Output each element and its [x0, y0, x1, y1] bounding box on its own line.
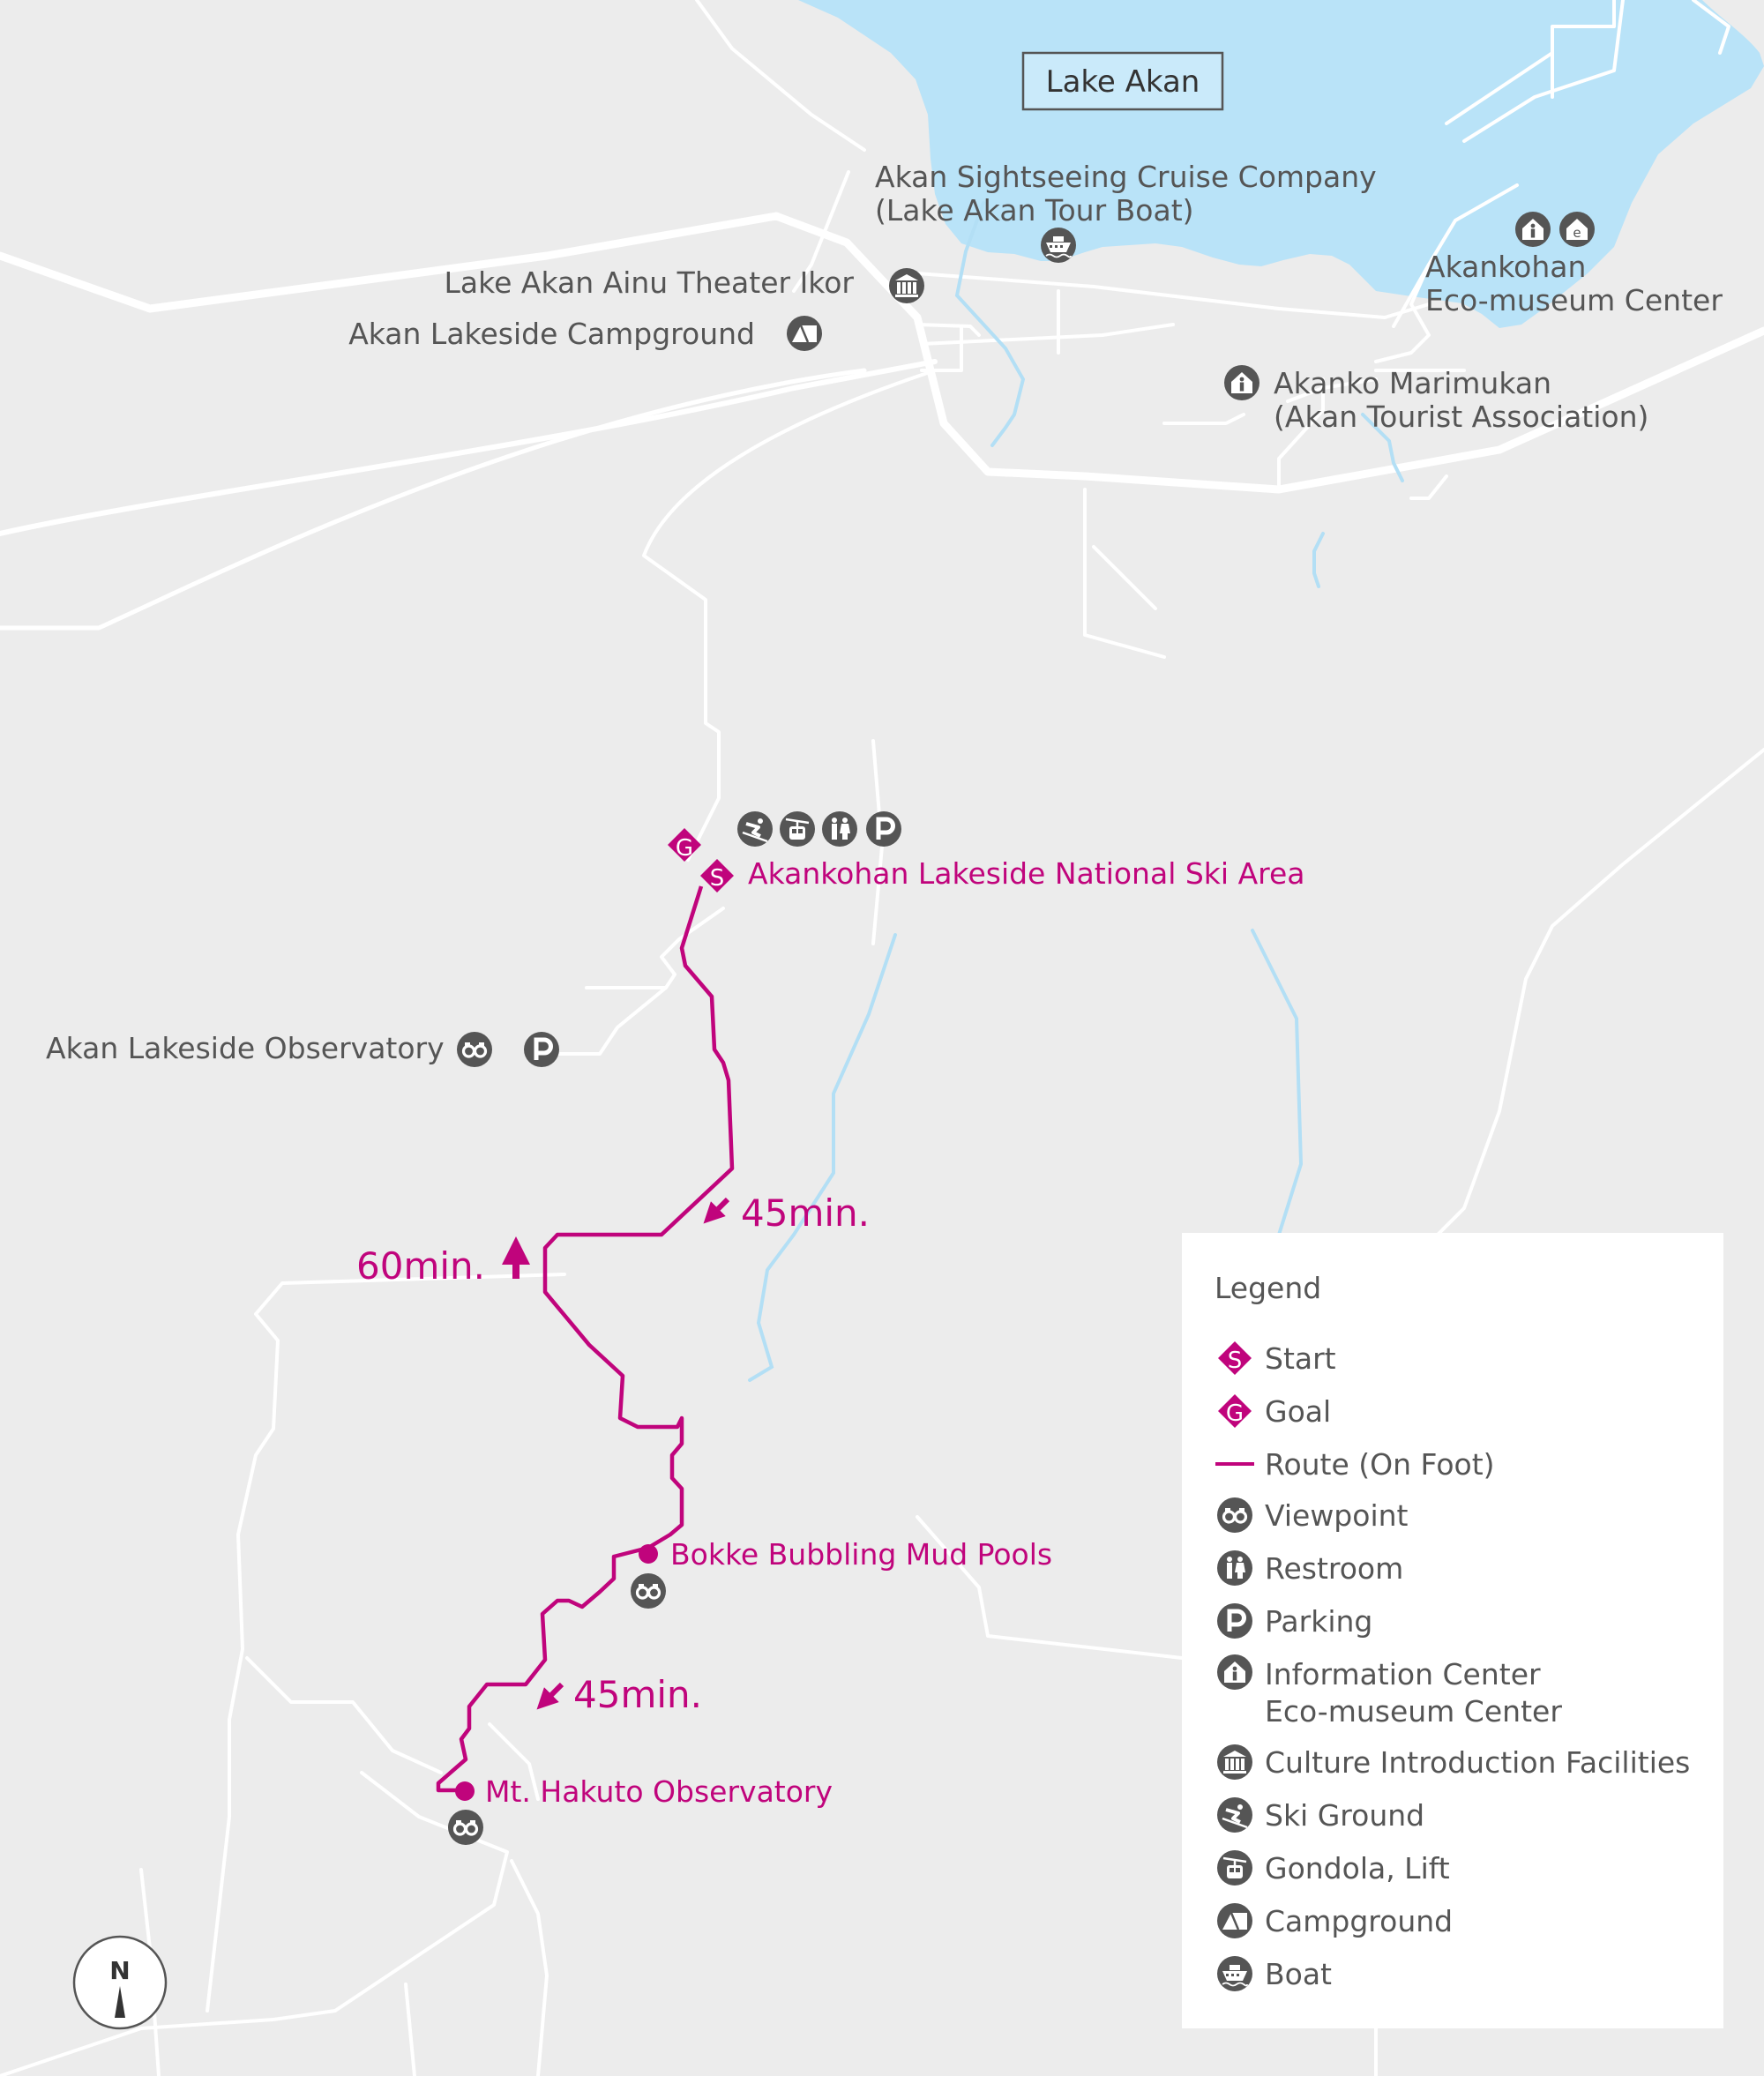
svg-text:S: S	[710, 865, 725, 892]
svg-text:Viewpoint: Viewpoint	[1265, 1498, 1409, 1533]
bokke-poi[interactable]: Bokke Bubbling Mud Pools	[631, 1537, 1052, 1609]
svg-text:Ski Ground: Ski Ground	[1265, 1798, 1424, 1833]
cruise-company-poi[interactable]: Akan Sightseeing Cruise Company (Lake Ak…	[875, 160, 1377, 263]
hakuto-name: Mt. Hakuto Observatory	[485, 1774, 833, 1809]
parking-icon	[866, 811, 901, 847]
compass: N	[72, 1935, 168, 2030]
svg-text:Culture Introduction Facilitie: Culture Introduction Facilities	[1265, 1745, 1690, 1780]
svg-text:Restroom: Restroom	[1265, 1551, 1403, 1586]
svg-text:Eco-museum Center: Eco-museum Center	[1265, 1694, 1562, 1729]
lakeside-observatory-poi[interactable]: Akan Lakeside Observatory	[46, 1031, 559, 1067]
svg-text:45min.: 45min.	[573, 1673, 702, 1716]
marimukan-name: Akanko Marimukan	[1274, 366, 1551, 400]
restroom-icon	[1217, 1550, 1252, 1586]
svg-text:Lake Akan: Lake Akan	[1046, 64, 1200, 100]
information-icon	[1224, 365, 1259, 400]
legend-item-parking: Parking	[1217, 1603, 1372, 1639]
time-leg2: 45min.	[536, 1673, 702, 1716]
campground-name: Akan Lakeside Campground	[348, 317, 755, 351]
legend: Legend S Start G Goal Route (On Foot) Vi…	[1182, 1233, 1723, 2028]
svg-text:Boat: Boat	[1265, 1957, 1332, 1991]
hakuto-dot	[455, 1781, 475, 1801]
start-marker: S	[700, 859, 734, 892]
time-leg1: 45min.	[703, 1191, 870, 1235]
svg-text:60min.: 60min.	[356, 1244, 485, 1288]
parking-icon	[1217, 1603, 1252, 1639]
gondola-icon	[780, 811, 815, 847]
svg-text:G: G	[676, 835, 693, 862]
svg-text:Parking: Parking	[1265, 1604, 1372, 1639]
legend-item-gondola: Gondola, Lift	[1217, 1850, 1450, 1886]
goal-marker: G	[668, 828, 701, 862]
ski-icon	[737, 811, 773, 847]
legend-item-goal: G Goal	[1218, 1394, 1331, 1429]
legend-item-viewpoint: Viewpoint	[1217, 1497, 1409, 1533]
svg-text:Start: Start	[1265, 1341, 1336, 1376]
boat-icon	[1217, 1956, 1252, 1991]
svg-text:45min.: 45min.	[741, 1191, 870, 1235]
compass-north-label: N	[109, 1956, 130, 1985]
campground-icon	[787, 316, 822, 351]
eco-museum-poi[interactable]: Akankohan Eco-museum Center	[1425, 212, 1723, 317]
information-icon	[1217, 1654, 1252, 1690]
information-icon	[1515, 212, 1551, 247]
cruise-company-name: Akan Sightseeing Cruise Company	[875, 160, 1377, 194]
ski-icon	[1217, 1797, 1252, 1833]
time-leg3: 60min.	[356, 1236, 530, 1288]
gondola-icon	[1217, 1850, 1252, 1886]
viewpoint-icon	[631, 1573, 666, 1609]
bokke-dot	[639, 1544, 658, 1564]
svg-text:Route (On Foot): Route (On Foot)	[1265, 1447, 1495, 1482]
restroom-icon	[822, 811, 857, 847]
parking-icon	[524, 1032, 559, 1067]
lake-akan-water	[798, 0, 1764, 328]
svg-text:S: S	[1228, 1348, 1243, 1374]
svg-text:Campground: Campground	[1265, 1904, 1453, 1938]
campground-poi[interactable]: Akan Lakeside Campground	[348, 316, 822, 351]
walking-route	[436, 885, 735, 1793]
streams	[748, 201, 1404, 1382]
ainu-theater-name: Lake Akan Ainu Theater Ikor	[445, 265, 855, 300]
legend-item-boat: Boat	[1217, 1956, 1332, 1991]
svg-text:G: G	[1226, 1400, 1244, 1427]
legend-item-campground: Campground	[1217, 1903, 1453, 1938]
viewpoint-icon	[1217, 1497, 1252, 1533]
legend-item-route: Route (On Foot)	[1215, 1447, 1495, 1482]
marimukan-poi[interactable]: Akanko Marimukan (Akan Tourist Associati…	[1224, 365, 1648, 434]
hakuto-poi[interactable]: Mt. Hakuto Observatory	[448, 1774, 833, 1845]
lake-akan-label: Lake Akan	[1021, 51, 1224, 111]
lakeside-observatory-name: Akan Lakeside Observatory	[46, 1031, 445, 1065]
ski-area-poi[interactable]: G S Akankohan Lakeside National Ski Area	[668, 811, 1305, 892]
svg-text:Gondola, Lift: Gondola, Lift	[1265, 1851, 1450, 1886]
legend-item-restroom: Restroom	[1217, 1550, 1403, 1586]
bokke-name: Bokke Bubbling Mud Pools	[670, 1537, 1052, 1572]
eco-museum-icon	[1559, 212, 1595, 247]
ainu-theater-poi[interactable]: Lake Akan Ainu Theater Ikor	[445, 265, 924, 303]
ski-area-name: Akankohan Lakeside National Ski Area	[748, 856, 1305, 891]
legend-item-ski: Ski Ground	[1217, 1797, 1424, 1833]
viewpoint-icon	[448, 1810, 483, 1845]
cruise-company-subtitle: (Lake Akan Tour Boat)	[875, 193, 1194, 228]
legend-item-information: Information Center Eco-museum Center	[1217, 1654, 1562, 1729]
legend-item-culture: Culture Introduction Facilities	[1217, 1744, 1690, 1780]
viewpoint-icon	[457, 1032, 492, 1067]
campground-icon	[1217, 1903, 1252, 1938]
marimukan-subtitle: (Akan Tourist Association)	[1274, 400, 1648, 434]
compass-needle-icon	[115, 1986, 125, 2018]
eco-museum-name-line2: Eco-museum Center	[1425, 283, 1723, 317]
boat-icon	[1041, 228, 1076, 263]
culture-icon	[1217, 1744, 1252, 1780]
svg-text:Goal: Goal	[1265, 1394, 1331, 1429]
svg-text:Information Center: Information Center	[1265, 1657, 1541, 1691]
legend-item-start: S Start	[1218, 1341, 1336, 1376]
eco-museum-name-line1: Akankohan	[1425, 250, 1586, 284]
culture-icon	[889, 268, 924, 303]
legend-title: Legend	[1215, 1271, 1321, 1305]
